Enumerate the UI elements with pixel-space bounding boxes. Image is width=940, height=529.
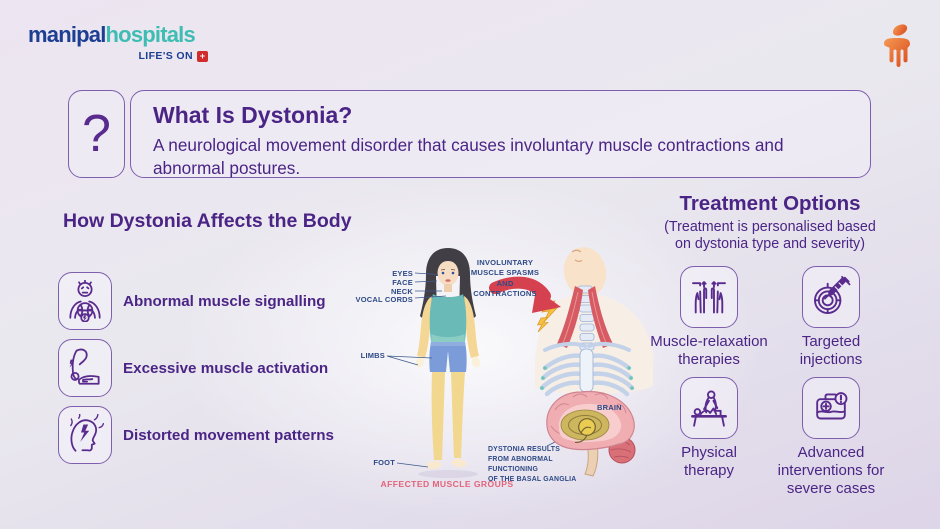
head-spasm-icon — [58, 406, 112, 464]
affects-section-title: How Dystonia Affects the Body — [63, 210, 352, 232]
question-box: ? — [68, 90, 125, 178]
label-brain: BRAIN — [597, 403, 622, 412]
header-box: What Is Dystonia? A neurological movemen… — [130, 90, 871, 178]
swiss-cross-icon: + — [197, 50, 208, 62]
treatment-label: Advanced interventions for severe cases — [777, 444, 885, 497]
treatment-title: Treatment Options — [679, 192, 861, 215]
treatment-section: Treatment Options (Treatment is personal… — [648, 192, 892, 497]
label-foot: FOOT — [373, 458, 395, 467]
anatomy-illustration — [386, 247, 653, 478]
page-title: What Is Dystonia? — [153, 102, 353, 128]
treatment-item-injections: Targeted injections — [770, 265, 892, 368]
massage-hands-icon — [680, 265, 738, 328]
brain-illustration — [546, 390, 636, 477]
treatment-label: Targeted injections — [799, 332, 863, 368]
affect-item-activation: Excessive muscle activation — [58, 339, 328, 397]
affect-label: Distorted movement patterns — [123, 426, 334, 444]
target-injection-icon — [802, 265, 860, 328]
treatment-label: Muscle-relaxation therapies — [650, 332, 768, 368]
woman-figure — [415, 248, 481, 478]
label-vocal-cords: VOCAL CORDS — [355, 295, 413, 304]
spasm-arrow — [489, 276, 561, 313]
affected-muscle-groups-caption: AFFECTED MUSCLE GROUPS — [380, 479, 514, 489]
treatment-item-relaxation: Muscle-relaxation therapies — [648, 265, 770, 368]
label-limbs: LIMBS — [360, 351, 385, 360]
label-neck: NECK — [390, 287, 413, 296]
question-mark-icon: ? — [82, 105, 111, 163]
affect-item-signalling: Abnormal muscle signalling — [58, 272, 326, 330]
spasm-callout: INVOLUNTARY MUSCLE SPASMS AND CONTRACTIO… — [470, 258, 540, 298]
brand-tagline: LIFE'S ON — [138, 50, 193, 62]
logo-primary-text: manipal — [28, 22, 106, 47]
label-eyes: EYES — [392, 269, 413, 278]
manipal-hospitals-logo: manipalhospitals LIFE'S ON + — [28, 22, 208, 62]
brain-caption: DYSTONIA RESULTS FROM ABNORMAL FUNCTIONI… — [488, 446, 577, 483]
treatment-item-advanced: Advanced interventions for severe cases — [770, 377, 892, 497]
affect-label: Excessive muscle activation — [123, 359, 329, 377]
treatment-subtitle: (Treatment is personalised based on dyst… — [664, 219, 876, 253]
logo-secondary-text: hospitals — [105, 22, 196, 47]
page-description: A neurological movement disorder that ca… — [153, 135, 784, 178]
label-face: FACE — [392, 278, 413, 287]
logo-wordmark: manipalhospitals — [28, 22, 208, 48]
manipal-figure-icon — [878, 22, 916, 77]
treatment-item-physical: Physical therapy — [648, 377, 770, 497]
muscle-arm-icon — [58, 339, 112, 397]
treatment-label: Physical therapy — [681, 444, 737, 479]
affect-item-patterns: Distorted movement patterns — [58, 406, 334, 464]
brain-signal-icon — [58, 272, 112, 330]
neck-skeleton-illustration — [535, 247, 653, 409]
physical-therapy-icon — [680, 377, 738, 440]
label-leader-lines — [386, 272, 576, 468]
dystonia-body-diagram: EYES FACE NECK VOCAL CORDS LIMBS FOOT IN… — [335, 246, 665, 500]
medical-kit-icon — [802, 377, 860, 440]
affect-label: Abnormal muscle signalling — [123, 292, 326, 310]
